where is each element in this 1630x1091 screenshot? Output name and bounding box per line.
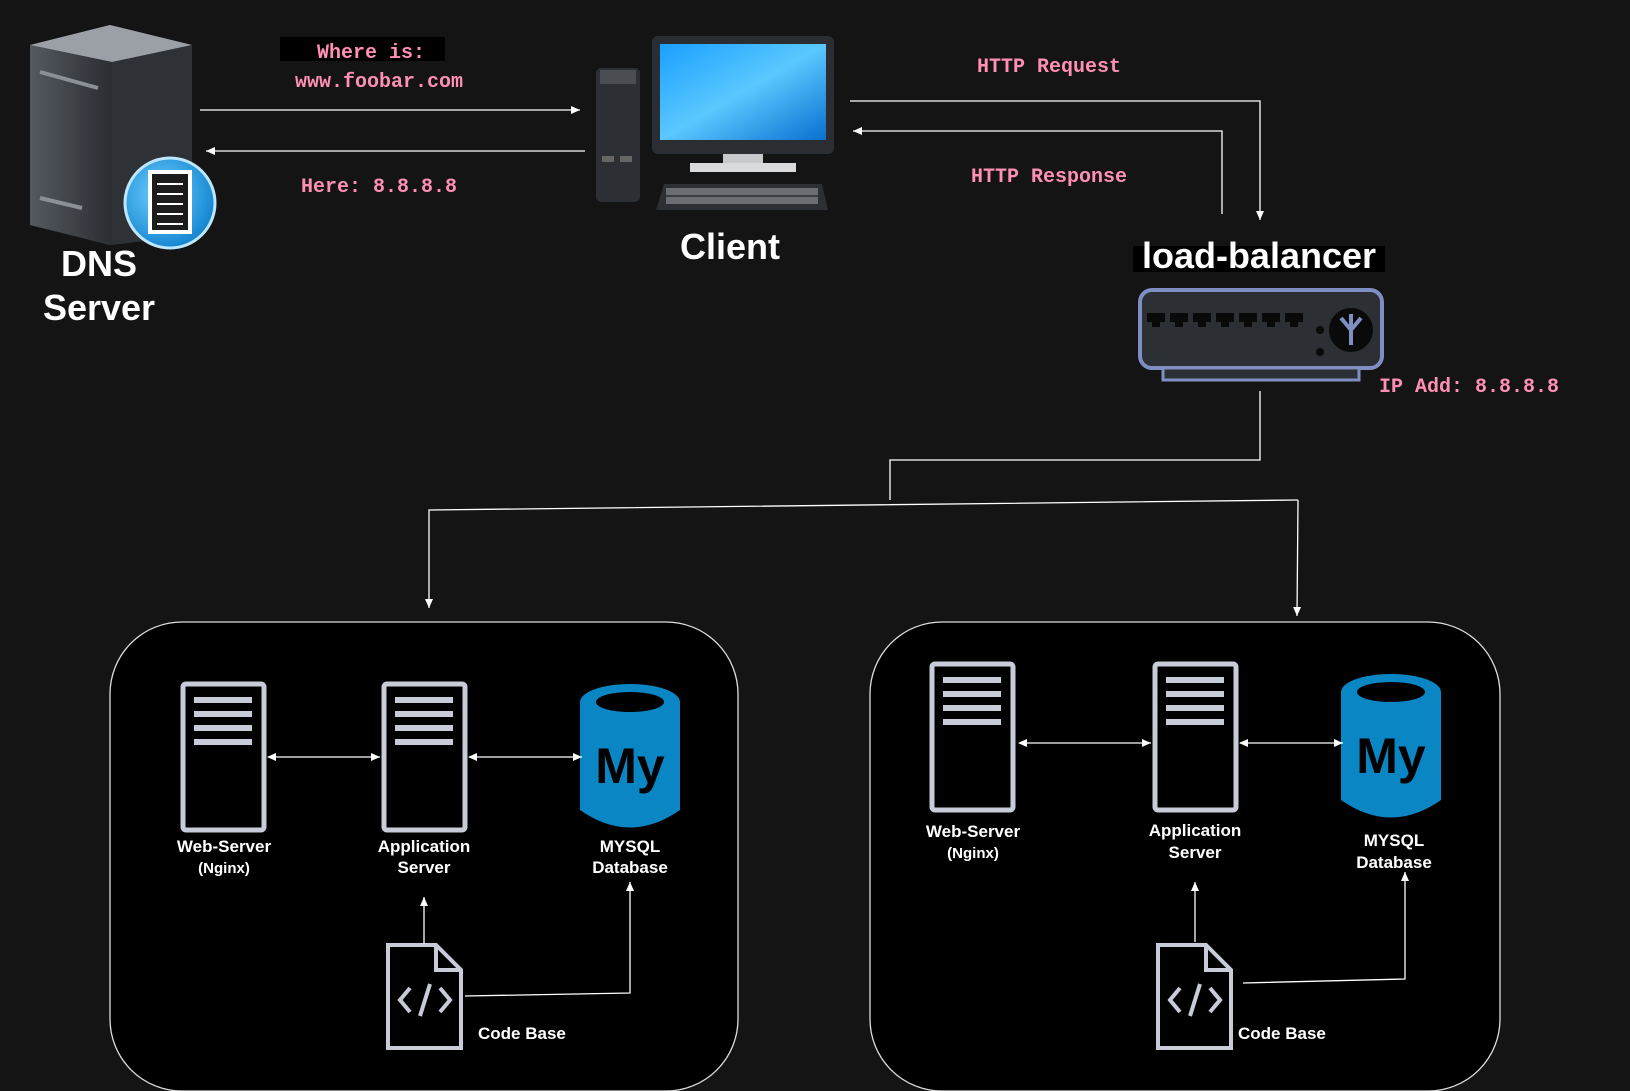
application-server-label-line2: Server	[1169, 843, 1222, 862]
mysql-database-label-line2: Database	[592, 858, 668, 877]
client-title: Client	[680, 226, 780, 267]
lb-to-server2-arrow	[1293, 499, 1302, 617]
code-base-file-icon	[386, 943, 463, 1050]
lb-trunk-wire	[889, 391, 1261, 500]
http-request-arrow	[850, 100, 1264, 220]
mysql-database-icon: My	[580, 684, 680, 828]
application-server-label: Application	[378, 837, 471, 856]
dns-server-icon	[30, 25, 217, 250]
http-request-label: HTTP Request	[977, 56, 1121, 79]
mysql-database-label: MYSQL	[600, 837, 660, 856]
load-balancer-icon	[1138, 288, 1384, 382]
dns-query-label: Where is:	[317, 42, 425, 65]
dns-query-domain: www.foobar.com	[295, 71, 463, 94]
application-server-icon	[1152, 661, 1239, 813]
lb-to-server1-arrow	[425, 499, 1299, 608]
dns-server-title-line2: Server	[43, 287, 155, 328]
load-balancer-title: load-balancer	[1142, 235, 1376, 276]
load-balancer-ip-label: IP Add: 8.8.8.8	[1379, 376, 1559, 399]
http-response-arrow	[853, 127, 1223, 214]
web-server-icon	[929, 661, 1016, 813]
code-base-file-icon	[1156, 943, 1233, 1050]
dns-answer-label: Here: 8.8.8.8	[301, 176, 457, 199]
web-server-sublabel: (Nginx)	[947, 845, 999, 862]
web-server-icon	[180, 681, 267, 833]
mysql-logo-text: My	[1356, 728, 1426, 784]
dns-server-title: DNS	[61, 243, 137, 284]
mysql-database-label: MYSQL	[1364, 831, 1424, 850]
web-server-sublabel: (Nginx)	[198, 860, 250, 877]
web-server-label: Web-Server	[926, 822, 1021, 841]
mysql-logo-text: My	[595, 738, 665, 794]
code-base-label: Code Base	[1238, 1024, 1326, 1043]
mysql-database-icon: My	[1341, 674, 1441, 818]
code-to-db-arrow	[1242, 872, 1409, 984]
web-server-label: Web-Server	[177, 837, 272, 856]
server-stack-1: Web-Server (Nginx) Application Server My…	[109, 621, 739, 1091]
code-to-db-arrow	[464, 882, 634, 997]
http-response-label: HTTP Response	[971, 166, 1127, 189]
application-server-icon	[381, 681, 468, 833]
server-stack-2: Web-Server (Nginx) Application Server My…	[869, 621, 1501, 1091]
application-server-label-line2: Server	[398, 858, 451, 877]
code-base-label: Code Base	[478, 1024, 566, 1043]
mysql-database-label-line2: Database	[1356, 853, 1432, 872]
application-server-label: Application	[1149, 821, 1242, 840]
client-computer-icon	[596, 36, 834, 210]
